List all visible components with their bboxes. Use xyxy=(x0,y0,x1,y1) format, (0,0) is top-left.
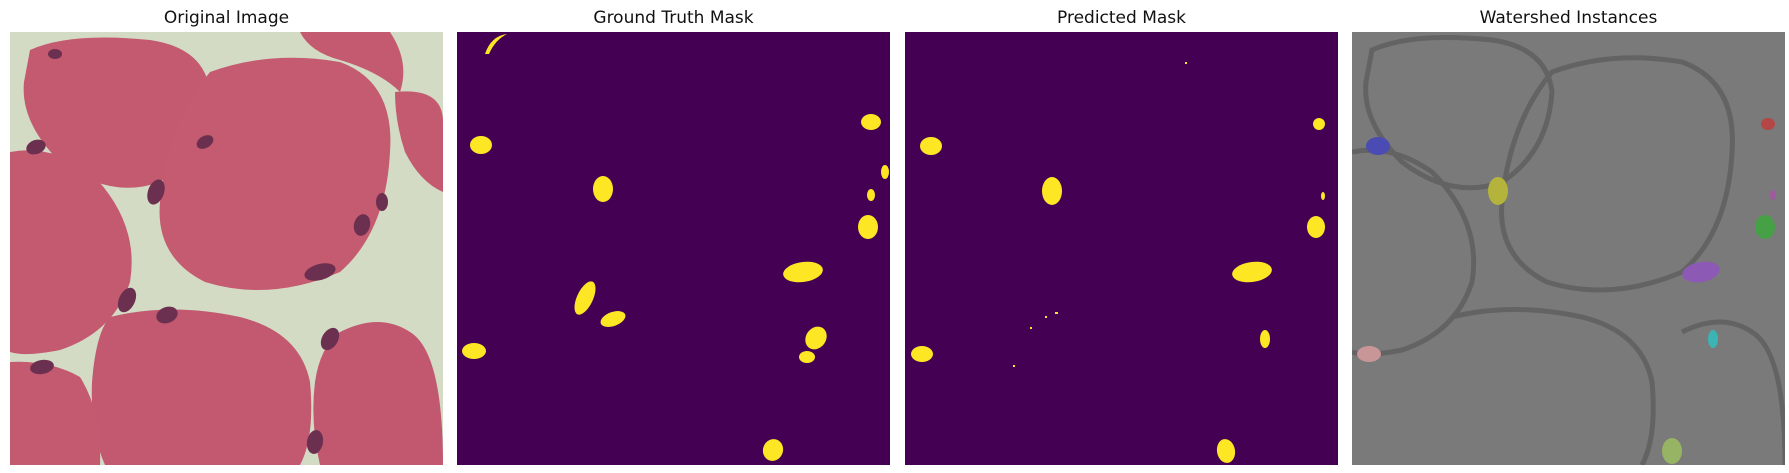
panel-title-watershed-instances: Watershed Instances xyxy=(1479,8,1658,28)
panel-title-predicted-mask: Predicted Mask xyxy=(1057,8,1186,28)
ground-truth-mask xyxy=(457,32,890,465)
panel-original-image: Original Image xyxy=(10,0,443,473)
watershed-instances xyxy=(1352,32,1785,465)
panel-title-ground-truth-mask: Ground Truth Mask xyxy=(593,8,754,28)
panel-predicted-mask: Predicted Mask xyxy=(905,0,1338,473)
predicted-mask xyxy=(905,32,1338,465)
panel-title-original-image: Original Image xyxy=(163,8,290,28)
panel-ground-truth-mask: Ground Truth Mask xyxy=(457,0,890,473)
panel-watershed-instances: Watershed Instances xyxy=(1352,0,1785,473)
original-image xyxy=(10,32,443,465)
